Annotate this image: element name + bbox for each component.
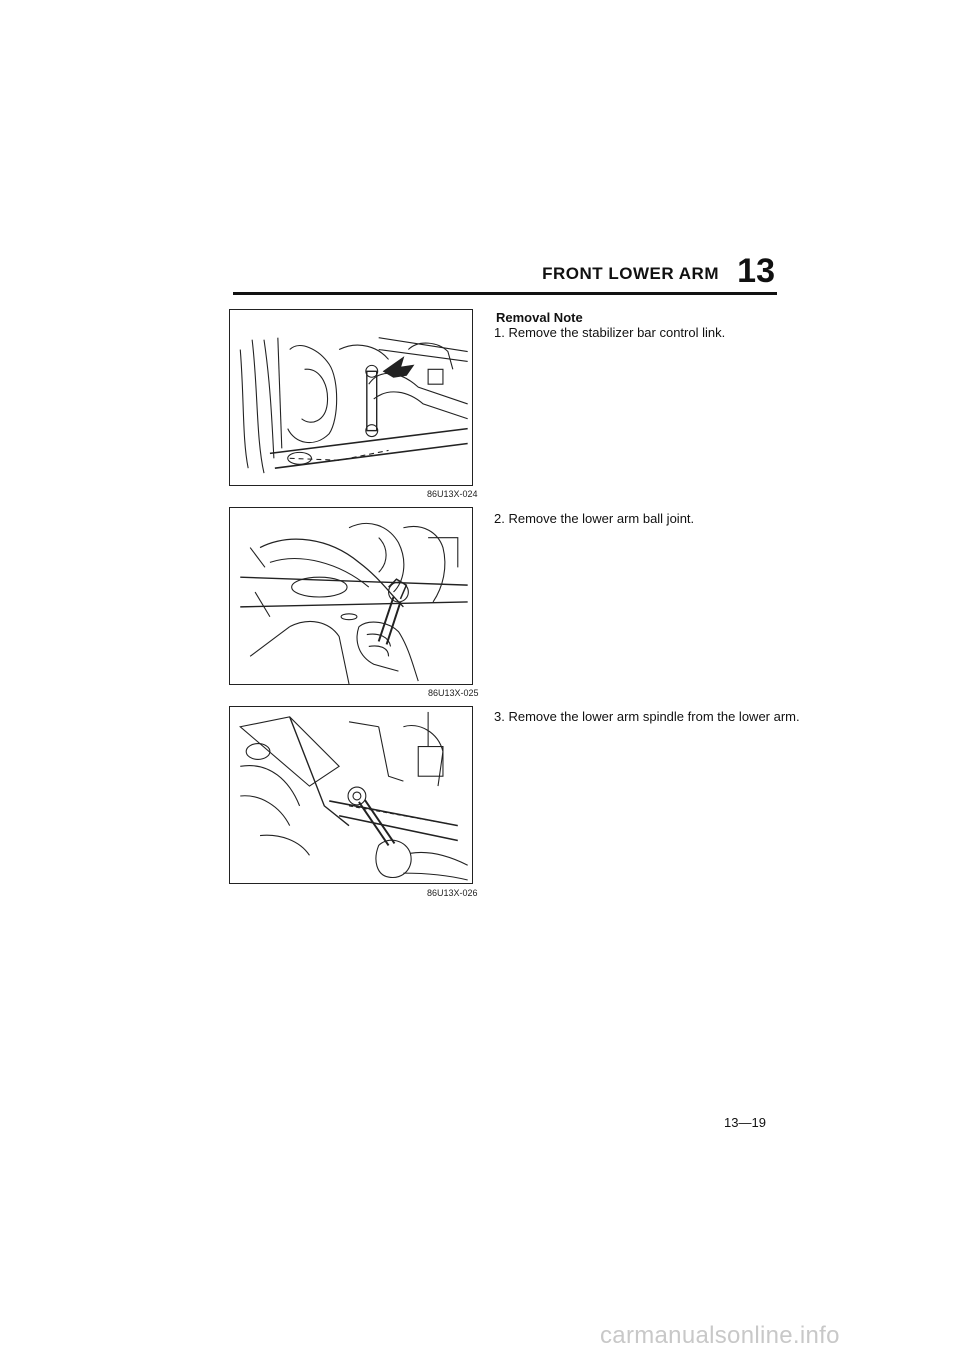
header-rule: [233, 292, 777, 295]
section-title: Removal Note: [496, 310, 583, 325]
chapter-number: 13: [737, 252, 775, 290]
page-header: FRONT LOWER ARM 13: [233, 252, 777, 296]
step-3: 3. Remove the lower arm spindle from the…: [494, 709, 800, 724]
figure-code: 86U13X-026: [427, 888, 478, 898]
watermark: carmanualsonline.info: [600, 1322, 840, 1349]
page-number: 13—19: [724, 1115, 766, 1130]
section-heading: FRONT LOWER ARM: [542, 264, 719, 283]
figure-code: 86U13X-024: [427, 489, 478, 499]
figure-stabilizer-control-link: [229, 309, 473, 486]
step-1: 1. Remove the stabilizer bar control lin…: [494, 325, 726, 340]
figure-code: 86U13X-025: [428, 688, 479, 698]
figure-lower-arm-spindle: [229, 706, 473, 884]
figure-lower-arm-ball-joint: [229, 507, 473, 685]
step-2: 2. Remove the lower arm ball joint.: [494, 511, 695, 526]
